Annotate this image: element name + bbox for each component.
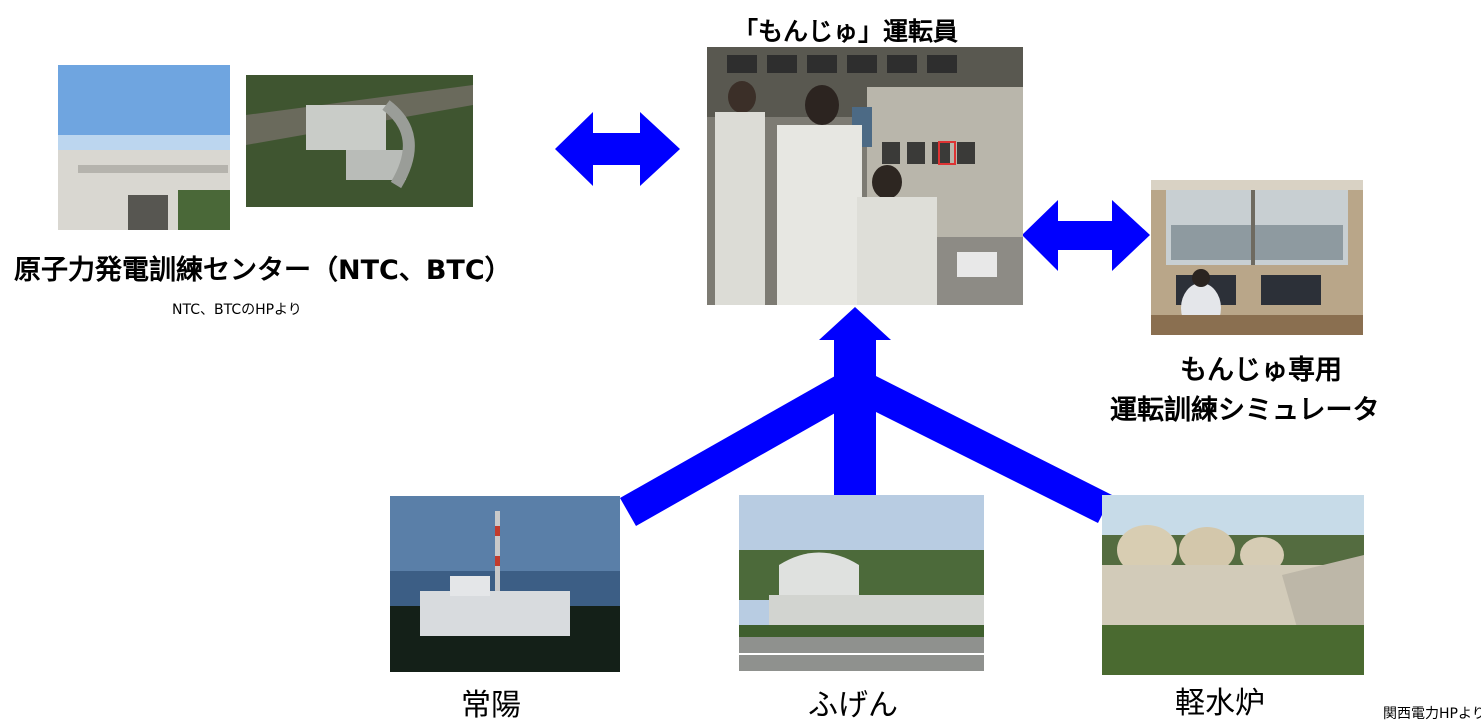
branch-left <box>620 372 858 526</box>
lwr-photo <box>1102 495 1364 675</box>
operators-title: 「もんじゅ」運転員 <box>733 17 959 46</box>
simulator-title-line2: 運転訓練シミュレータ <box>1110 395 1380 426</box>
training-center-credit: NTC、BTCのHPより <box>172 302 302 318</box>
fugen-label: ふげん <box>808 688 898 723</box>
ntc-building-photo <box>58 65 230 230</box>
double-arrow-right <box>1022 200 1150 271</box>
lwr-label: 軽水炉 <box>1175 686 1265 721</box>
fugen-photo <box>739 495 984 671</box>
joyo-label: 常陽 <box>461 688 521 723</box>
kansai-credit: 関西電力HPより <box>1383 706 1481 722</box>
joyo-photo <box>390 496 620 672</box>
control-room-photo <box>707 47 1023 305</box>
branch-right <box>852 372 1112 523</box>
btc-aerial-photo <box>246 75 473 207</box>
simulator-photo <box>1151 180 1363 335</box>
double-arrow-left <box>555 112 680 186</box>
training-center-title: 原子力発電訓練センター（NTC、BTC） <box>14 255 512 286</box>
simulator-title-line1: もんじゅ専用 <box>1180 355 1342 386</box>
